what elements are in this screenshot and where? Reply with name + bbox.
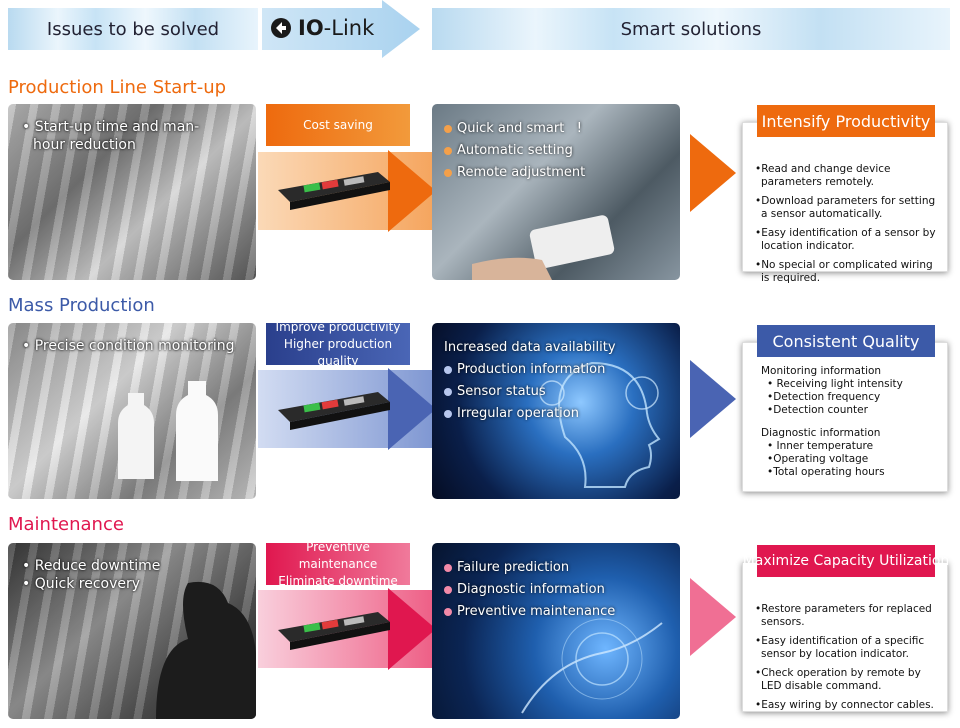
diagnostic-title: Diagnostic information bbox=[761, 427, 881, 439]
result-card-productivity: Intensify Productivity •Read and change … bbox=[742, 105, 948, 284]
photo-maintenance-worker: • Reduce downtime • Quick recovery bbox=[8, 543, 256, 719]
result-point: •Download parameters for setting a senso… bbox=[755, 195, 936, 220]
features-maintenance: Failure prediction Diagnostic informatio… bbox=[444, 557, 615, 623]
feature-item: Quick and smart ! bbox=[444, 118, 585, 140]
issue-item: • Start-up time and man- bbox=[22, 119, 200, 135]
sensor-device-icon bbox=[278, 392, 390, 430]
feature-item: Remote adjustment bbox=[444, 162, 585, 184]
result-point: •Check operation by remote by LED disabl… bbox=[755, 667, 921, 692]
feature-item: Automatic setting bbox=[444, 140, 585, 162]
issues-mass-production: • Precise condition monitoring bbox=[22, 337, 235, 355]
digital-hand-icon bbox=[521, 618, 663, 714]
result-point: •Read and change device parameters remot… bbox=[755, 163, 891, 188]
result-point: •Easy identification of a sensor by loca… bbox=[755, 227, 936, 252]
result-card-quality: Consistent Quality Monitoring informatio… bbox=[742, 325, 948, 492]
feature-item: Production information bbox=[444, 359, 616, 381]
features-title: Increased data availability bbox=[444, 340, 616, 355]
result-point: •Restore parameters for replaced sensors… bbox=[755, 603, 932, 628]
feature-item: Irregular operation bbox=[444, 403, 616, 425]
issue-item: hour reduction bbox=[33, 137, 136, 153]
issues-header-label: Issues to be solved bbox=[46, 18, 220, 40]
photo-smartphone-control: Quick and smart ! Automatic setting Remo… bbox=[432, 104, 680, 280]
result-title: Intensify Productivity bbox=[757, 105, 935, 137]
result-point: •Easy wiring by connector cables. bbox=[755, 699, 934, 711]
monitoring-title: Monitoring information bbox=[761, 365, 882, 377]
feature-item: Failure prediction bbox=[444, 557, 615, 579]
io-link-logo: IO-Link bbox=[270, 16, 374, 40]
sensor-device-icon bbox=[278, 612, 390, 650]
result-point: •Easy identification of a specific senso… bbox=[755, 635, 925, 660]
diagnostic-item: •Operating voltage bbox=[767, 453, 869, 465]
worker-silhouette-icon bbox=[156, 581, 256, 719]
badge-mass-production: Improve productivity Higher production q… bbox=[266, 320, 410, 368]
bottles-icon bbox=[118, 381, 218, 481]
badge-text: Preventive maintenance bbox=[298, 539, 378, 571]
result-card-capacity: Maximize Capacity Utilization •Restore p… bbox=[742, 545, 949, 712]
row-title-mass-production: Mass Production bbox=[8, 295, 155, 316]
diagnostic-item: • Inner temperature bbox=[767, 440, 874, 452]
arrow-production-result bbox=[690, 134, 736, 212]
feature-item: Sensor status bbox=[444, 381, 616, 403]
smartphone-icon bbox=[472, 215, 615, 280]
io-link-logo-text: -Link bbox=[323, 16, 375, 40]
feature-item: Preventive maintenance bbox=[444, 601, 615, 623]
result-point: •No special or complicated wiring is req… bbox=[755, 259, 933, 284]
features-production: Quick and smart ! Automatic setting Remo… bbox=[444, 118, 585, 184]
solutions-header-label: Smart solutions bbox=[620, 18, 762, 40]
row-title-maintenance: Maintenance bbox=[8, 514, 124, 535]
issue-item: • Precise condition monitoring bbox=[22, 338, 235, 354]
issues-maintenance: • Reduce downtime • Quick recovery bbox=[22, 557, 160, 593]
monitoring-item: •Detection counter bbox=[767, 404, 868, 416]
ai-head-icon bbox=[539, 361, 661, 488]
features-mass-production: Increased data availability Production i… bbox=[444, 337, 616, 425]
photo-bottling-line: • Precise condition monitoring bbox=[8, 323, 256, 499]
arrow-maintenance-mid bbox=[388, 588, 436, 670]
result-title: Consistent Quality bbox=[757, 325, 935, 357]
issues-production: • Start-up time and man- hour reduction bbox=[22, 118, 199, 154]
arrow-mass-result bbox=[690, 360, 736, 438]
monitoring-item: •Detection frequency bbox=[767, 391, 881, 403]
result-title: Maximize Capacity Utilization bbox=[743, 545, 949, 577]
photo-digital-maintenance: Failure prediction Diagnostic informatio… bbox=[432, 543, 680, 719]
row-title-production: Production Line Start-up bbox=[8, 77, 227, 98]
photo-production-line: • Start-up time and man- hour reduction bbox=[8, 104, 256, 280]
io-link-arrow bbox=[262, 0, 420, 58]
diagnostic-item: •Total operating hours bbox=[767, 466, 885, 478]
badge-production: Cost saving bbox=[266, 104, 410, 146]
badge-text: Cost saving bbox=[303, 117, 373, 132]
issue-item: • Quick recovery bbox=[22, 576, 141, 592]
monitoring-item: • Receiving light intensity bbox=[767, 378, 903, 390]
badge-text: Improve productivity bbox=[275, 319, 401, 334]
arrow-maintenance-result bbox=[690, 578, 736, 656]
solutions-header: Smart solutions bbox=[432, 8, 950, 50]
issues-header: Issues to be solved bbox=[8, 8, 258, 50]
io-link-logo-icon bbox=[271, 18, 291, 38]
arrow-mass-mid bbox=[388, 368, 436, 450]
badge-text: Higher production quality bbox=[283, 336, 393, 368]
badge-maintenance: Preventive maintenance Eliminate downtim… bbox=[266, 540, 410, 588]
io-link-logo-bold: IO bbox=[298, 16, 324, 40]
sensor-device-icon bbox=[278, 172, 390, 210]
photo-ai-head: Increased data availability Production i… bbox=[432, 323, 680, 499]
badge-text: Eliminate downtime bbox=[278, 573, 398, 588]
issue-item: • Reduce downtime bbox=[22, 558, 161, 574]
feature-item: Diagnostic information bbox=[444, 579, 615, 601]
arrow-production-mid bbox=[388, 150, 436, 232]
